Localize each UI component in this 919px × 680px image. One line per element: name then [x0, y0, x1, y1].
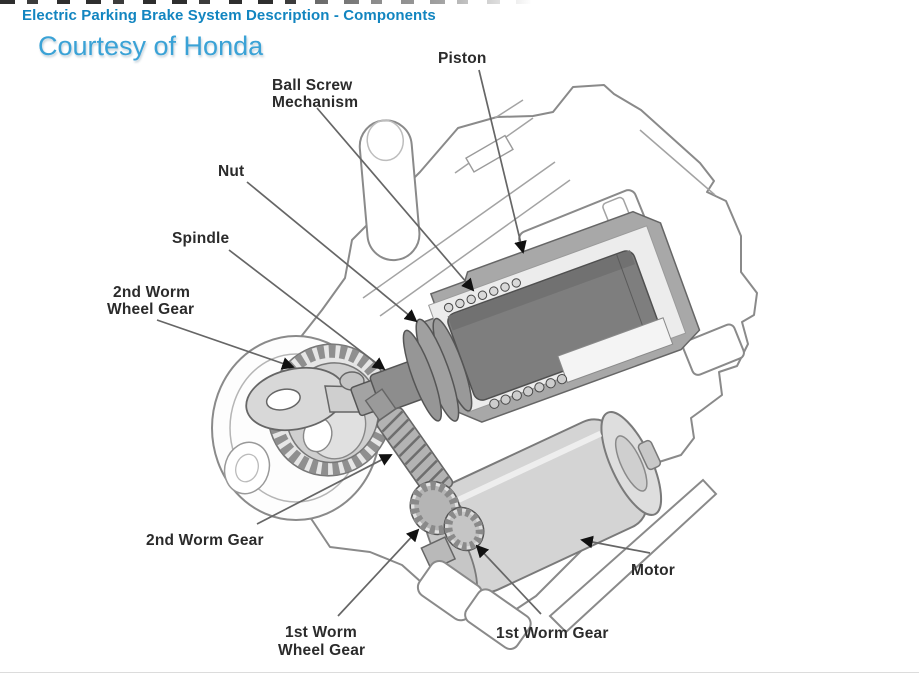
label-nut: Nut	[218, 163, 244, 180]
worm-wheel-2-leader	[156, 319, 295, 370]
label-worm-wheel-1-2: Wheel Gear	[278, 642, 365, 659]
worm-wheel-1-leader	[337, 528, 420, 617]
caliper-bracket-arm	[548, 478, 718, 634]
nut-flange	[402, 317, 473, 422]
worm-gear-1	[443, 506, 485, 552]
motor-leader	[580, 535, 651, 554]
worm-gear-1-leader	[475, 544, 542, 615]
label-worm-wheel-1-1: 1st Worm	[285, 624, 357, 641]
label-worm-wheel-2-1: 2nd Worm	[113, 284, 190, 301]
clipped-text-fragment	[0, 0, 532, 4]
piston-leader	[478, 69, 527, 254]
ball-screw-balls	[443, 278, 568, 409]
clipped-text-fade	[300, 0, 532, 4]
page-title: Electric Parking Brake System Descriptio…	[22, 7, 436, 24]
leader-lines	[156, 69, 651, 617]
nut-leader	[246, 181, 418, 323]
top-slot	[465, 134, 514, 173]
label-piston: Piston	[438, 50, 487, 67]
caliper-ear-boss	[358, 119, 421, 262]
bottom-divider	[0, 672, 919, 673]
label-motor: Motor	[631, 562, 675, 579]
spindle-leader	[228, 249, 386, 371]
side-slot	[682, 323, 745, 376]
worm-gear-2-leader	[256, 454, 393, 525]
label-worm-gear-1: 1st Worm Gear	[496, 625, 609, 642]
label-ball-screw-1: Ball Screw	[272, 77, 353, 94]
labels: Piston Ball Screw Mechanism Nut Spindle …	[107, 50, 675, 659]
label-worm-gear-2: 2nd Worm Gear	[146, 532, 264, 549]
label-spindle: Spindle	[172, 230, 230, 247]
label-worm-wheel-2-2: Wheel Gear	[107, 301, 194, 318]
courtesy-subtitle: Courtesy of Honda	[38, 31, 264, 61]
bottom-lug-right	[464, 588, 532, 650]
ball-screw-leader	[316, 107, 475, 292]
label-ball-screw-2: Mechanism	[272, 94, 358, 111]
